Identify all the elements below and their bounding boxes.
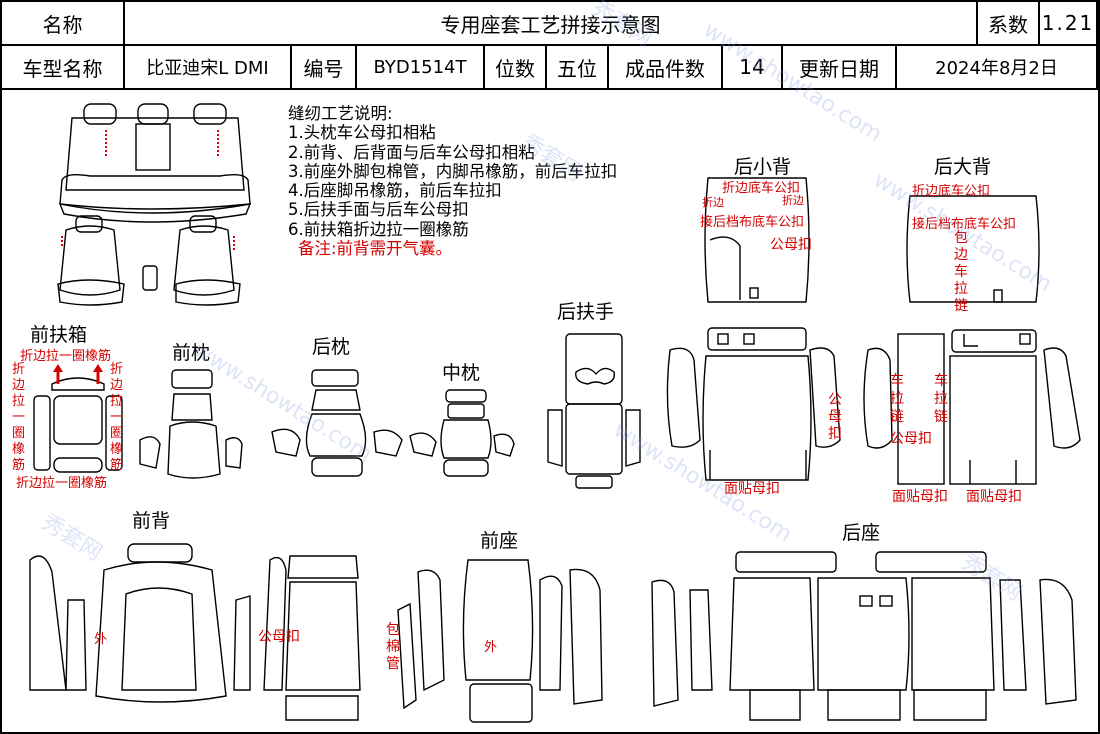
code-label: 编号: [303, 56, 344, 81]
annotation-small-back-side-snap: 公母扣: [828, 392, 842, 442]
annotation-big-back-zip-right: 车拉链: [934, 373, 948, 425]
pieces-value-cell: 14: [723, 46, 783, 90]
note-item: 6.前扶箱折边拉一圈橡筋: [288, 219, 469, 239]
annotation-big-back-face-1: 面贴母扣: [892, 489, 948, 505]
rear-small-back-title: 后小背: [734, 156, 792, 178]
note-item: 4.后座脚吊橡筋，前后车拉扣: [288, 181, 502, 201]
note-item: 5.后扶手面与后车公母扣: [288, 200, 469, 220]
middle-headrest-pattern: [409, 389, 515, 477]
annotation-small-back-hem: 折边底车公扣: [722, 181, 801, 196]
front-seat-pattern: [397, 559, 603, 723]
model-label-cell: 车型名称: [2, 46, 125, 90]
front-back-title: 前背: [132, 510, 171, 532]
coef-value: 1.21: [1041, 11, 1095, 35]
seats-label-cell: 位数: [485, 46, 547, 90]
annotation-front-seat-outer: 外: [484, 640, 498, 655]
front-armbox-pattern: [33, 364, 123, 473]
annotation-armbox-left: 折边拉一圈橡筋: [12, 362, 26, 473]
page-title: 专用座套工艺拼接示意图: [440, 12, 661, 37]
annotation-armbox-right: 折边拉一圈橡筋: [110, 362, 124, 473]
name-label-cell: 名称: [2, 2, 125, 46]
annotation-front-back-outer: 外: [94, 632, 108, 647]
rear-headrest-pattern: [271, 369, 403, 477]
annotation-armbox-top: 折边拉一圈橡筋: [20, 349, 112, 364]
pieces-label: 成品件数: [625, 56, 705, 81]
annotation-big-back-zip-left: 车拉链: [890, 373, 904, 425]
front-armbox-title: 前扶箱: [30, 324, 88, 346]
annotation-small-back-snap: 公母扣: [770, 237, 812, 253]
date-label: 更新日期: [799, 56, 879, 81]
rear-armrest-title: 后扶手: [557, 301, 615, 323]
date-value: 2024年8月2日: [935, 58, 1058, 79]
coef-value-cell: 1.21: [1040, 2, 1098, 46]
front-seat-title: 前座: [480, 530, 519, 552]
notes-heading: 缝纫工艺说明:: [288, 104, 393, 123]
note-item: 2.前背、后背面与后车公母扣相粘: [288, 142, 535, 162]
coef-label: 系数: [988, 12, 1028, 37]
model-value-cell: 比亚迪宋L DMI: [125, 46, 292, 90]
seats-label: 位数: [495, 56, 535, 81]
annotation-big-back-hem: 折边底车公扣: [912, 184, 991, 199]
code-value: BYD1514T: [373, 56, 467, 78]
rear-big-back-title: 后大背: [934, 156, 992, 178]
rear-small-back-pattern: [666, 177, 841, 481]
front-headrest-title: 前枕: [172, 342, 211, 364]
front-headrest-pattern: [139, 369, 243, 479]
code-label-cell: 编号: [292, 46, 357, 90]
annotation-front-back-snap: 公母扣: [258, 629, 300, 645]
rear-headrest-title: 后枕: [312, 336, 351, 358]
rear-seat-title: 后座: [842, 522, 881, 544]
title-cell: 专用座套工艺拼接示意图: [125, 2, 978, 46]
annotation-big-back-join: 接后档布底车公扣: [912, 217, 1017, 232]
name-label: 名称: [42, 12, 83, 37]
rear-big-back-pattern: [863, 195, 1081, 485]
sewing-notes: 缝纫工艺说明: 1.头枕车公母扣相粘 2.前背、后背面与后车公母扣相粘 3.前座…: [288, 104, 617, 258]
annotation-small-back-join: 接后档布底车公扣: [700, 215, 805, 230]
code-value-cell: BYD1514T: [357, 46, 485, 90]
date-label-cell: 更新日期: [783, 46, 897, 90]
model-value: 比亚迪宋L DMI: [146, 58, 269, 79]
rear-seat-pattern: [651, 551, 1077, 721]
date-value-cell: 2024年8月2日: [897, 46, 1098, 90]
annotation-big-back-snap: 公母扣: [890, 431, 932, 447]
note-item: 3.前座外脚包棉管，内脚吊橡筋，前后车拉扣: [288, 161, 618, 181]
pieces-label-cell: 成品件数: [609, 46, 723, 90]
front-back-pattern: [29, 543, 361, 721]
note-item: 1.头枕车公母扣相粘: [288, 123, 436, 143]
seats-value-cell: 五位: [547, 46, 609, 90]
annotation-armbox-bottom: 折边拉一圈橡筋: [16, 476, 108, 491]
rear-armrest-pattern: [547, 333, 641, 489]
annotation-small-back-face: 面贴母扣: [724, 481, 780, 497]
annotation-small-back-fold: 折边: [702, 196, 724, 209]
pieces-value: 14: [739, 55, 765, 79]
seats-value: 五位: [557, 56, 597, 81]
annotation-small-back-fold-right: 折边: [782, 194, 804, 207]
notes-remark: 备注:前背需开气囊。: [298, 239, 453, 259]
annotation-big-back-zip: 包边车拉链: [954, 230, 968, 314]
annotation-front-seat-pipe: 包棉管: [386, 622, 400, 672]
model-label: 车型名称: [22, 56, 103, 81]
middle-headrest-title: 中枕: [442, 362, 481, 384]
annotation-big-back-face-2: 面贴母扣: [966, 489, 1022, 505]
coef-label-cell: 系数: [978, 2, 1040, 46]
seat-overview-illustration: [57, 103, 252, 306]
